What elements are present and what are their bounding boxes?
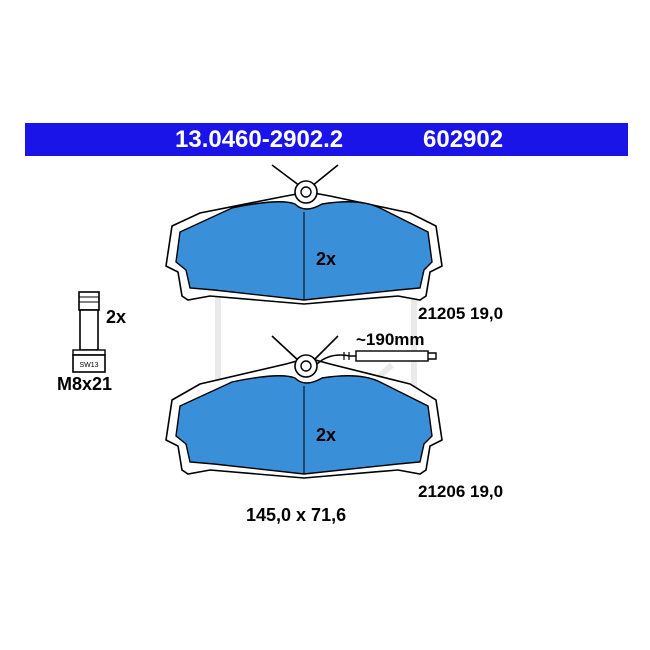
bolt-size: M8x21	[57, 374, 113, 394]
pad-lower-quantity: 2x	[316, 425, 337, 445]
pad-upper-quantity: 2x	[316, 249, 337, 269]
wear-sensor	[316, 350, 437, 365]
brake-pad-upper	[165, 164, 443, 305]
reference-number: 602902	[423, 126, 504, 153]
part-number: 13.0460-2902.2	[175, 126, 344, 153]
pad-lower-code: 21206 19,0	[418, 482, 504, 501]
wear-sensor-length: ~190mm	[356, 330, 425, 349]
header-banner: 13.0460-2902.2 602902	[25, 123, 628, 156]
dimensions-label: 145,0 x 71,6	[246, 505, 347, 525]
bolt-quantity: 2x	[106, 307, 127, 327]
pad-upper-code: 21205 19,0	[418, 304, 504, 323]
brake-pad-lower	[165, 335, 443, 479]
bolt-icon	[72, 291, 106, 373]
wrench-size-label: SW13	[79, 362, 98, 369]
